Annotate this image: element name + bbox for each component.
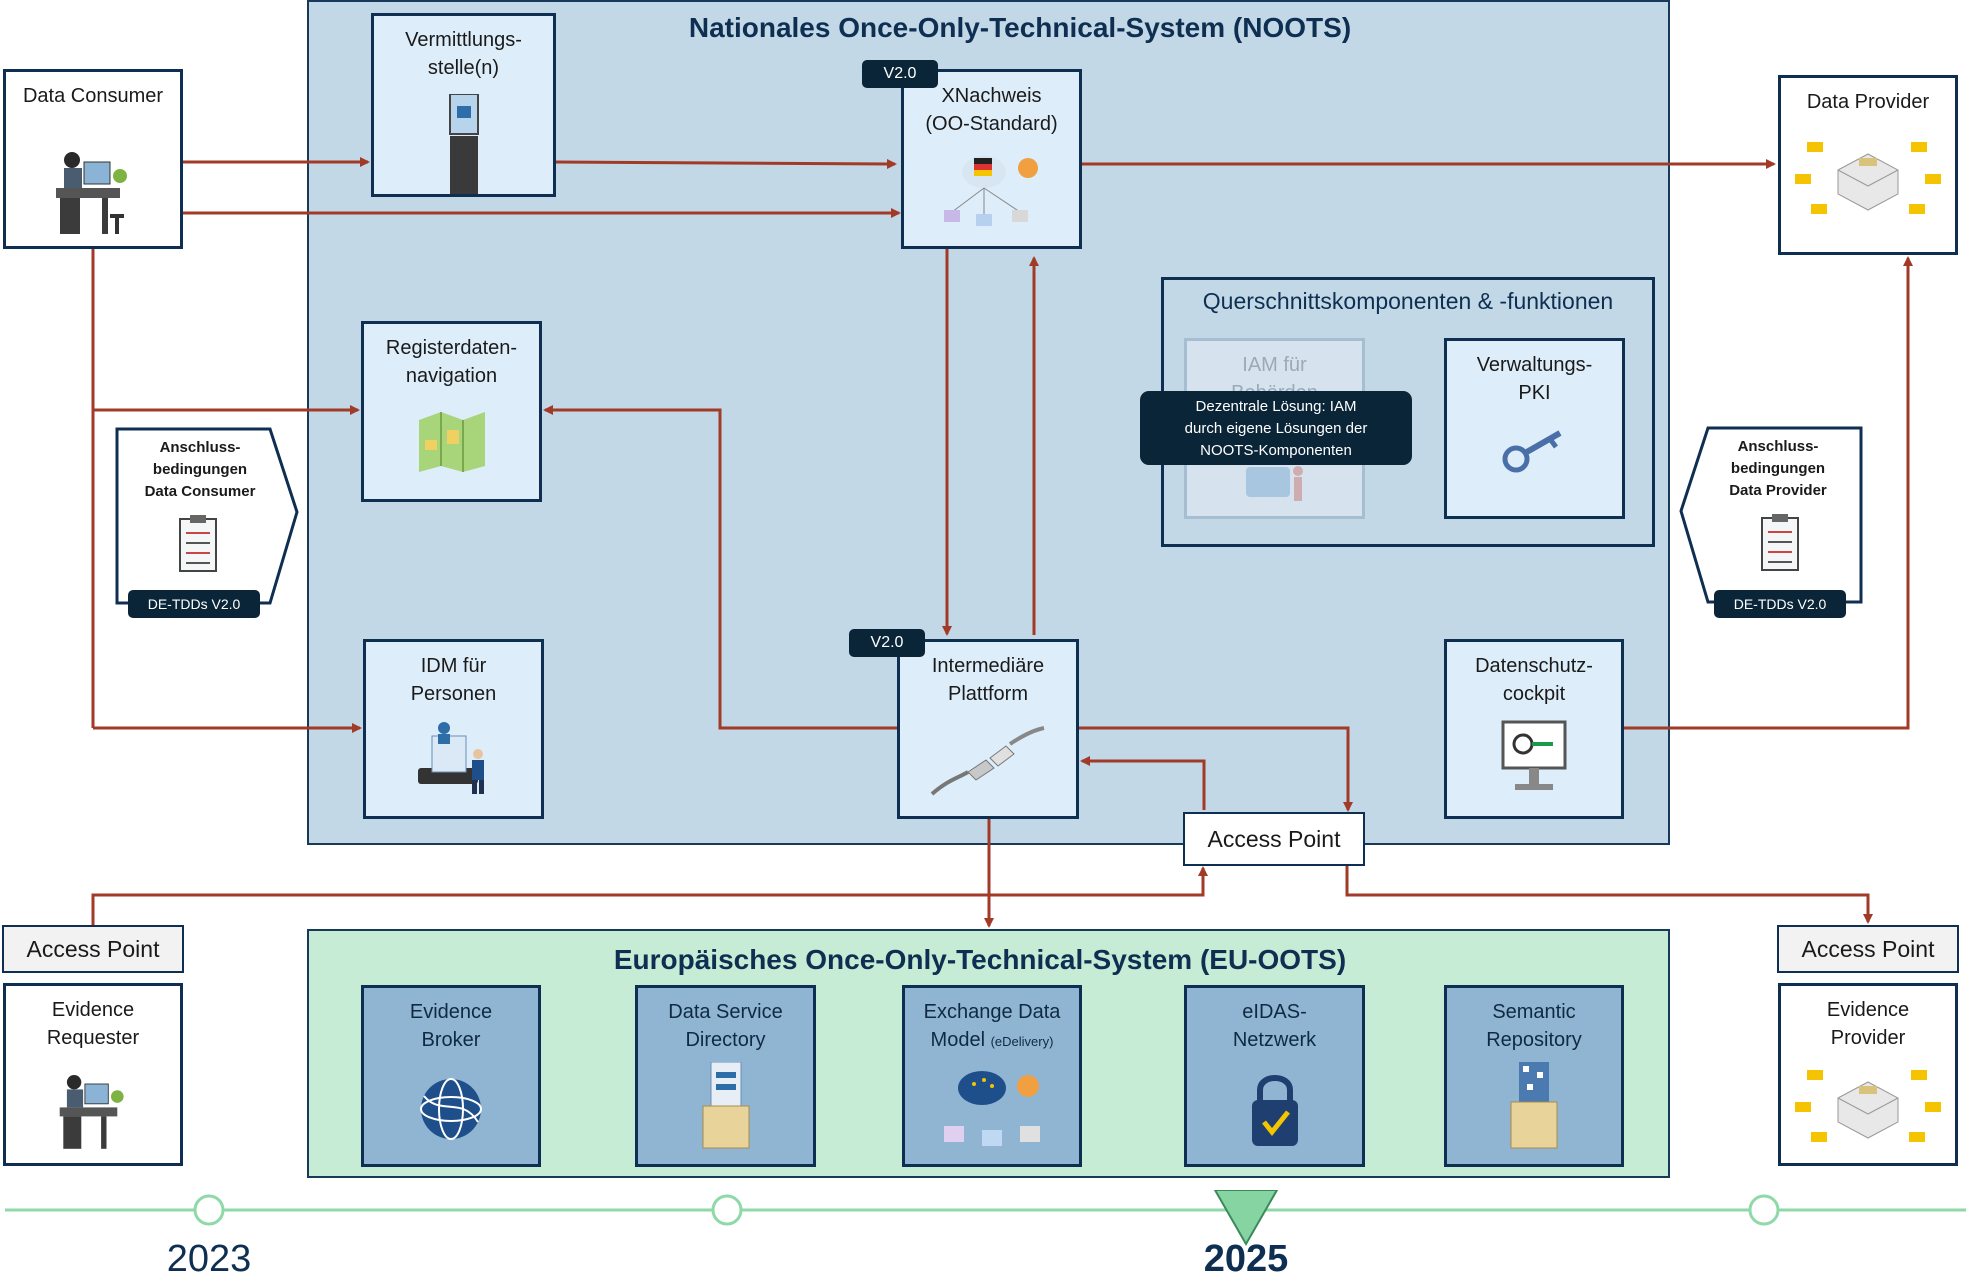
globe-icon <box>420 1078 482 1140</box>
tooltip-l2: durch eigene Lösungen der <box>1184 420 1368 437</box>
exchange-data-model-box: Exchange Data Model (eDelivery) <box>902 985 1082 1167</box>
xnachweis-l1: XNachweis <box>941 85 1042 107</box>
datenschutz-l1: Datenschutz- <box>1475 655 1593 677</box>
evidence-provider-box: Evidence Provider <box>1778 983 1958 1166</box>
checklist-icon <box>1761 514 1799 571</box>
evidence-broker-box: Evidence Broker <box>361 985 541 1167</box>
access-point-national: Access Point <box>1183 812 1365 866</box>
monitor-key-icon <box>1501 720 1567 790</box>
anschluss-provider-l2: bedingungen <box>1730 460 1826 477</box>
access-point-left: Access Point <box>2 925 184 973</box>
building-network-icon <box>1795 142 1941 214</box>
dsd-l1: Data Service <box>668 1001 783 1023</box>
phone-person-icon <box>1245 466 1303 501</box>
plug-connector-icon <box>930 726 1045 796</box>
anschluss-provider-l1: Anschluss- <box>1737 438 1819 455</box>
data-provider-box: Data Provider <box>1778 75 1958 255</box>
checklist-icon <box>179 515 217 572</box>
folder-qr-icon <box>1510 1062 1558 1149</box>
terminal-lock-icon <box>448 94 479 194</box>
padlock-icon <box>1251 1075 1298 1146</box>
tooltip-l1: Dezentrale Lösung: IAM <box>1195 398 1357 415</box>
xnachweis-box: XNachweis (OO-Standard) <box>901 69 1082 249</box>
idm-l2: Personen <box>410 683 497 705</box>
map-icon <box>418 412 485 472</box>
network-cloud-icon <box>943 156 1038 226</box>
anschluss-consumer-shape <box>115 427 299 605</box>
data-consumer-box: Data Consumer <box>3 69 183 249</box>
data-service-directory-box: Data Service Directory <box>635 985 816 1167</box>
building-network-icon <box>1795 1070 1941 1142</box>
folder-document-icon <box>702 1062 749 1149</box>
registerdaten-box: Registerdaten- navigation <box>361 321 542 502</box>
edm-l1: Exchange Data <box>923 1001 1061 1023</box>
verwaltungs-pki-box: Verwaltungs- PKI <box>1444 338 1625 519</box>
querschnitt-title: Querschnittskomponenten & -funktionen <box>1202 288 1614 314</box>
evidence-requester-l2: Requester <box>46 1027 140 1049</box>
year-2023-label: 2023 <box>166 1238 252 1280</box>
anschluss-consumer-l2: bedingungen <box>152 461 248 478</box>
office-worker-icon <box>59 1075 124 1149</box>
edm-l2-row: Model (eDelivery) <box>905 1026 1079 1056</box>
vermittlungsstelle-l2: stelle(n) <box>427 57 500 79</box>
broker-l1: Evidence <box>409 1001 493 1023</box>
anschluss-provider: Anschluss- bedingungen Data Provider <box>1678 426 1863 606</box>
iam-tooltip: Dezentrale Lösung: IAM durch eigene Lösu… <box>1140 391 1412 465</box>
noots-title: Nationales Once-Only-Technical-System (N… <box>688 12 1352 43</box>
data-consumer-label: Data Consumer <box>22 85 164 107</box>
eidas-l2: Netzwerk <box>1232 1029 1317 1051</box>
broker-l2: Broker <box>421 1029 481 1051</box>
anschluss-provider-l3: Data Provider <box>1729 482 1827 499</box>
vermittlungsstelle-l1: Vermittlungs- <box>405 29 522 51</box>
year-2025-label: 2025 <box>1203 1238 1289 1280</box>
eidas-l1: eIDAS- <box>1242 1001 1307 1023</box>
semantic-l1: Semantic <box>1492 1001 1576 1023</box>
tdds-provider-badge: DE-TDDs V2.0 <box>1714 590 1846 618</box>
vermittlungsstelle-box: Vermittlungs- stelle(n) <box>371 13 556 197</box>
xnachweis-l2: (OO-Standard) <box>925 113 1058 135</box>
xnachweis-version-badge: V2.0 <box>862 60 938 88</box>
dsd-l2: Directory <box>685 1029 766 1051</box>
iam-l1: IAM für <box>1242 354 1307 376</box>
tdds-consumer-badge: DE-TDDs V2.0 <box>128 590 260 618</box>
semantic-l2: Repository <box>1486 1029 1582 1051</box>
datenschutz-box: Datenschutz- cockpit <box>1444 639 1624 819</box>
semantic-repository-box: Semantic Repository <box>1444 985 1624 1167</box>
evidence-provider-l1: Evidence <box>1826 999 1910 1021</box>
intermediaere-version-badge: V2.0 <box>849 629 925 657</box>
data-provider-label: Data Provider <box>1806 91 1930 113</box>
idm-box: IDM für Personen <box>363 639 544 819</box>
anschluss-consumer-l1: Anschluss- <box>159 439 241 456</box>
intermediaere-l2: Plattform <box>947 683 1029 705</box>
pki-l1: Verwaltungs- <box>1476 354 1593 376</box>
access-point-right: Access Point <box>1777 925 1959 973</box>
identity-phone-icon <box>417 722 484 794</box>
tooltip-l3: NOOTS-Komponenten <box>1200 442 1352 459</box>
pki-l2: PKI <box>1518 382 1551 404</box>
edm-sub: (eDelivery) <box>990 1034 1054 1049</box>
intermediaere-l1: Intermediäre <box>931 655 1045 677</box>
registerdaten-l2: navigation <box>405 365 498 387</box>
eu-oots-title: Europäisches Once-Only-Technical-System … <box>613 944 1347 975</box>
intermediaere-box: Intermediäre Plattform <box>897 639 1079 819</box>
edm-l2: Model <box>930 1029 986 1051</box>
anschluss-consumer: Anschluss- bedingungen Data Consumer <box>115 427 300 607</box>
anschluss-provider-shape <box>1679 426 1863 604</box>
evidence-provider-l2: Provider <box>1830 1027 1906 1049</box>
evidence-requester-box: Evidence Requester <box>3 983 183 1166</box>
timeline <box>5 1190 1966 1247</box>
datenschutz-l2: cockpit <box>1502 683 1566 705</box>
network-cloud-icon <box>944 1071 1040 1146</box>
eidas-netzwerk-box: eIDAS- Netzwerk <box>1184 985 1365 1167</box>
office-worker-icon <box>56 152 127 234</box>
idm-l1: IDM für <box>420 655 487 677</box>
registerdaten-l1: Registerdaten- <box>385 337 518 359</box>
anschluss-consumer-l3: Data Consumer <box>144 483 256 500</box>
key-icon <box>1502 430 1561 473</box>
evidence-requester-l1: Evidence <box>51 999 135 1021</box>
